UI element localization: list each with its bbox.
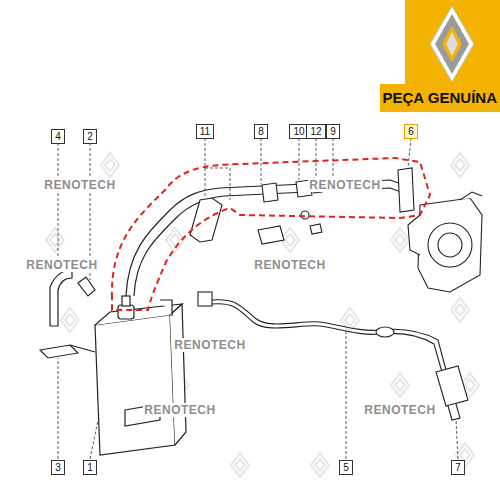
callout-text: 6 bbox=[408, 126, 414, 137]
callout-text: 1 bbox=[87, 462, 93, 473]
callout-number: 5 bbox=[339, 460, 353, 475]
callout-number: 7 bbox=[451, 460, 465, 475]
sensor-wire bbox=[198, 292, 468, 420]
hose-clips bbox=[190, 179, 322, 244]
mounting-bracket bbox=[40, 345, 95, 358]
callout-text: 4 bbox=[55, 131, 61, 142]
highlight-outline bbox=[112, 158, 430, 310]
callout-text: 5 bbox=[343, 462, 349, 473]
callout-text: 2 bbox=[87, 131, 93, 142]
callout-text: 11 bbox=[200, 126, 210, 137]
throttle-body bbox=[398, 168, 482, 292]
vent-hose bbox=[50, 270, 95, 326]
callout-number: 9 bbox=[326, 124, 340, 139]
watermark: RENOTECH bbox=[25, 258, 98, 272]
renault-logo bbox=[430, 6, 474, 82]
callout-text: 10 bbox=[293, 126, 304, 137]
callout-text: 9 bbox=[330, 126, 336, 137]
callout-number: 3 bbox=[51, 460, 65, 475]
leader-lines bbox=[58, 138, 458, 459]
callout-text: 3 bbox=[55, 462, 61, 473]
callout-number: 11 bbox=[196, 124, 214, 139]
callout-number: 6 bbox=[404, 124, 418, 139]
callout-number: 4 bbox=[51, 129, 65, 144]
purge-hose bbox=[126, 180, 404, 296]
callout-number: 2 bbox=[83, 129, 97, 144]
faint-logos bbox=[46, 153, 479, 477]
watermark: RENOTECH bbox=[363, 403, 436, 417]
callout-number: 1 bbox=[83, 460, 97, 475]
watermark: RENOTECH bbox=[308, 178, 381, 192]
watermark: RENOTECH bbox=[143, 403, 216, 417]
callout-number: 8 bbox=[254, 124, 268, 139]
callout-text: 12 bbox=[310, 126, 321, 137]
brand-text: PEÇA GENUÍNA bbox=[383, 89, 497, 106]
canister bbox=[95, 296, 186, 455]
callout-number: 12 bbox=[306, 124, 325, 139]
watermark: RENOTECH bbox=[43, 178, 116, 192]
callout-text: 8 bbox=[258, 126, 264, 137]
watermark: RENOTECH bbox=[173, 338, 246, 352]
watermark: RENOTECH bbox=[253, 258, 326, 272]
brand-label: PEÇA GENUÍNA bbox=[380, 84, 500, 112]
callout-text: 7 bbox=[455, 462, 461, 473]
